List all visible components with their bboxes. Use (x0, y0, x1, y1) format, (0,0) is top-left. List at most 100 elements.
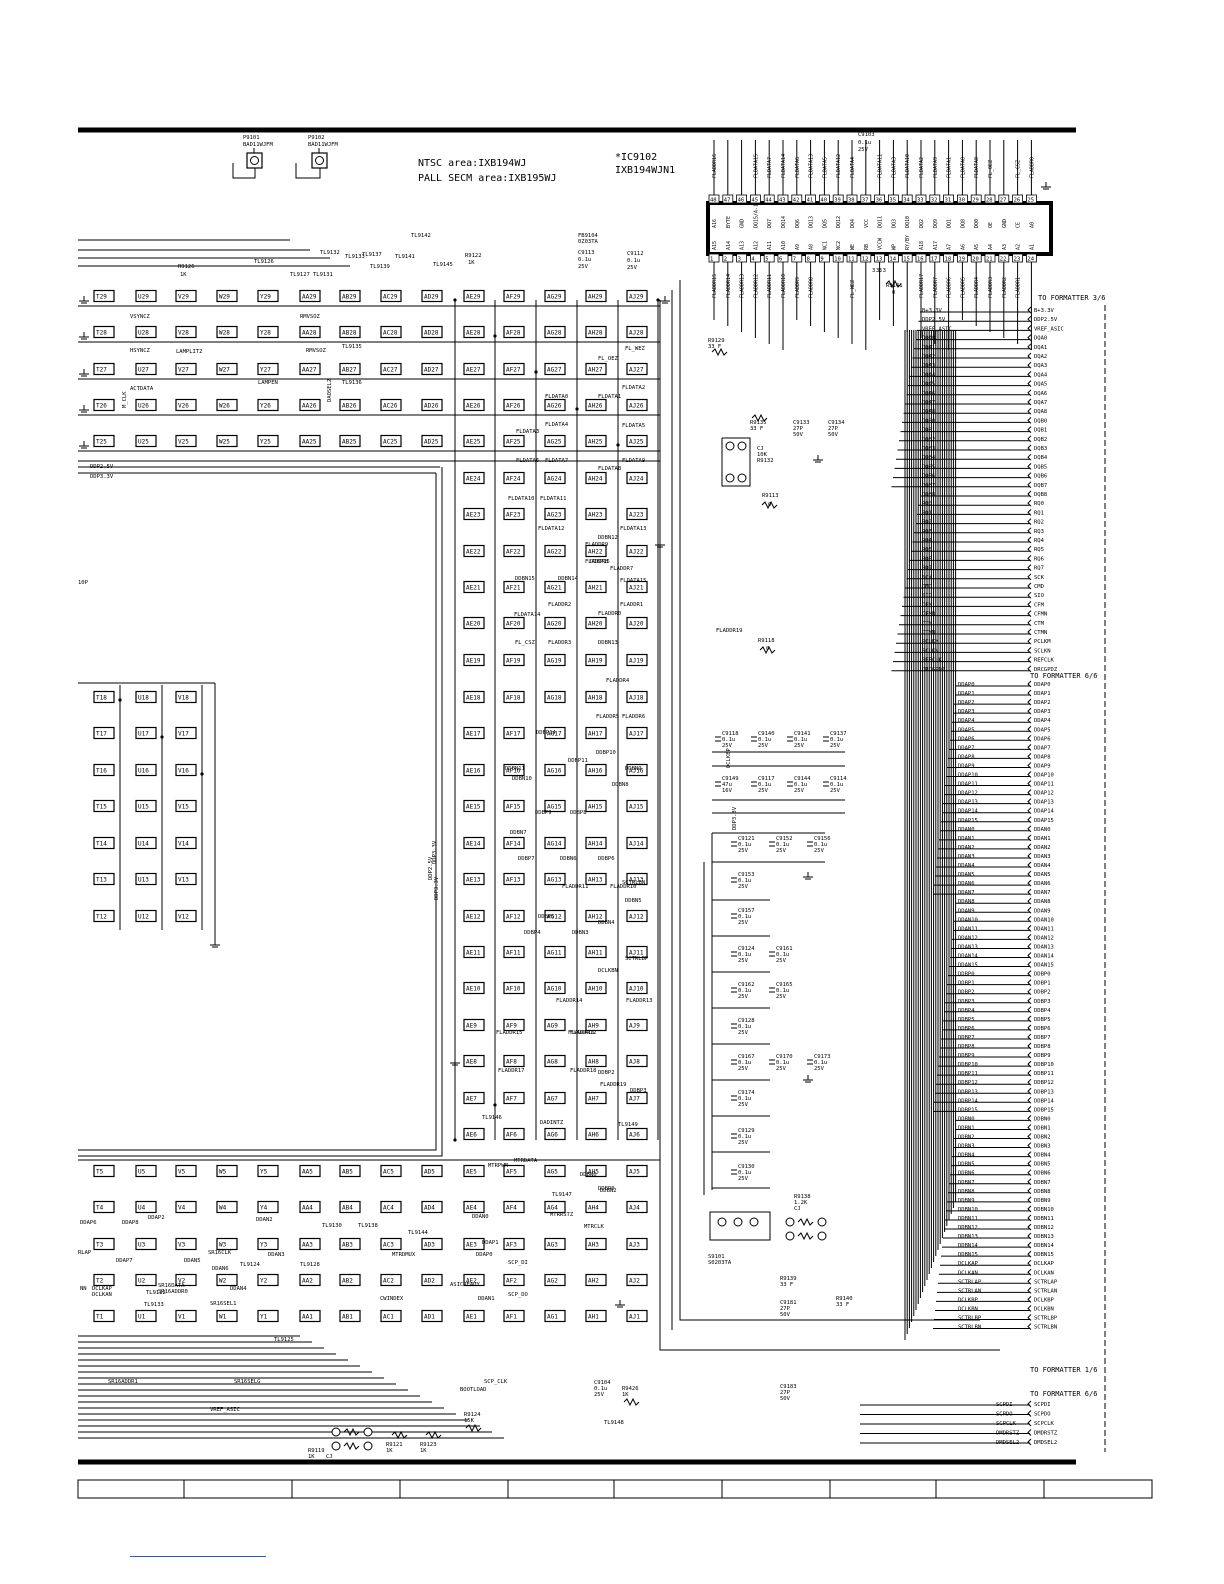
capacitor-ref: C9153 (738, 872, 755, 878)
ic-pin-number: 25 (1027, 198, 1034, 204)
capacitor-rating: 25V (738, 1066, 749, 1072)
connector-net-outer: DDBN0 (1034, 1116, 1051, 1122)
connector-net-inner: DDBP2 (958, 990, 975, 996)
bga-pad (544, 362, 566, 376)
bga-pad (175, 1273, 197, 1287)
ic-reference: *IC9102 (615, 152, 657, 163)
connector-net-inner: DDAN7 (958, 890, 975, 896)
ic-pin-name: A9 (795, 244, 801, 250)
connector-net-inner: DDBP6 (958, 1026, 975, 1032)
connector-net-inner: DDBN7 (958, 1180, 975, 1186)
bga-pad (257, 1237, 279, 1251)
ic-pin-number: 7 (793, 257, 796, 263)
svg-text:TO FORMATTER 3/6: TO FORMATTER 3/6 (1038, 294, 1105, 302)
net-label: FLDATA13 (620, 526, 647, 532)
bga-pad (257, 1164, 279, 1178)
ic-pin-number: 23 (1014, 257, 1021, 263)
bga-pad (299, 1237, 321, 1251)
net-label: FL_OEZ (598, 356, 619, 362)
ic-pin-name: NC1 (822, 241, 828, 250)
bga-pad-label: AG13 (547, 877, 562, 884)
bga-pad-label: U14 (138, 841, 149, 848)
connector-net-inner: DQA1 (922, 345, 935, 351)
bga-pad-label: V3 (178, 1242, 186, 1249)
connector-net-inner: RQ6 (922, 556, 932, 562)
bga-pad (544, 799, 566, 813)
bga-pad-label: AE24 (466, 476, 481, 483)
net-label: FLADDR15 (496, 1030, 523, 1036)
bga-pad (93, 398, 115, 412)
bga-pad (216, 1164, 238, 1178)
ic-pin-name: DQ6 (795, 219, 801, 228)
bga-pad (585, 1309, 607, 1323)
bga-pad (135, 872, 157, 886)
ic-pin-name: CE (1016, 222, 1022, 228)
net-label: 33 F (780, 1282, 793, 1288)
bga-pad (93, 872, 115, 886)
bga-pad-label: V17 (178, 731, 189, 738)
bga-pad (175, 1237, 197, 1251)
bga-pad (585, 981, 607, 995)
connector-net-outer: DQB8 (1034, 492, 1047, 498)
formatter-connector-1-6: TO FORMATTER 1/6 (1030, 1366, 1097, 1374)
bga-pad (135, 1237, 157, 1251)
bga-pad-label: AG1 (547, 1314, 558, 1321)
connector-net-inner: DQA7 (922, 400, 935, 406)
bga-pad-label: AD5 (424, 1169, 435, 1176)
bga-pad-label: AE12 (466, 914, 481, 921)
net-label: VREF_ASIC (210, 1407, 240, 1413)
bga-pad-label: AJ14 (629, 841, 644, 848)
bga-pad-label: AG25 (547, 439, 562, 446)
bga-pad-label: AA1 (302, 1314, 313, 1321)
connector-net-inner: DQA6 (922, 391, 935, 397)
bga-pad-label: T15 (96, 804, 107, 811)
net-label: DDBP10 (596, 750, 616, 756)
bga-pad (585, 325, 607, 339)
bga-pad-label: T29 (96, 294, 107, 301)
bga-pad (503, 1091, 525, 1105)
connector-net-inner: RQ2 (922, 520, 932, 526)
bga-pad-label: Y3 (260, 1242, 268, 1249)
bga-pad (585, 398, 607, 412)
capacitor-rating: 25V (794, 788, 805, 794)
connector-net-inner: DDAN8 (958, 899, 975, 905)
capacitor-rating: 25V (776, 958, 787, 964)
bga-pad (585, 507, 607, 521)
bga-pad-label: T1 (96, 1314, 104, 1321)
bga-pad-label: AG29 (547, 294, 562, 301)
capacitor-value: 47u (722, 782, 732, 788)
capacitor-value: 0.1u (738, 878, 751, 884)
bga-pad-label: AF19 (506, 658, 521, 665)
bga-pad (626, 981, 648, 995)
bga-pad-label: AE4 (466, 1205, 477, 1212)
connector-net-inner: DDAP3 (958, 709, 975, 715)
net-label: DDBN10 (512, 776, 532, 782)
bga-pad-label: AC27 (383, 367, 398, 374)
bga-pad-label: AH7 (588, 1096, 599, 1103)
capacitor-rating: 25V (814, 848, 825, 854)
ic-pin-name: DQ13 (809, 216, 815, 228)
ic-pin-name: DQ11 (878, 216, 884, 228)
connector-net-inner: DDBN13 (958, 1234, 978, 1240)
connector-net-inner: SIO (922, 593, 932, 599)
connector-net-inner: DDBN6 (958, 1171, 975, 1177)
capacitor-rating: 16V (722, 788, 733, 794)
net-label: DDBP8 (570, 810, 587, 816)
bga-pad-label: AG12 (547, 914, 562, 921)
ic-pin-name: DQ3 (891, 219, 897, 228)
ic-pin-name: DQ8 (960, 219, 966, 228)
capacitor-value: 0.1u (776, 988, 789, 994)
bga-pad-label: AF1 (506, 1314, 517, 1321)
connector-net-outer: CTM (1034, 621, 1045, 627)
ic-pin-name: DQ15/A-1 (753, 204, 759, 228)
connector-net-outer: DDBP11 (1034, 1071, 1054, 1077)
connector-net-outer: DDAN4 (1034, 863, 1051, 869)
connector-net-outer: DDAP9 (1034, 763, 1051, 769)
component-label: C9112 (627, 251, 644, 257)
net-label: DDBN0 (580, 1172, 597, 1178)
